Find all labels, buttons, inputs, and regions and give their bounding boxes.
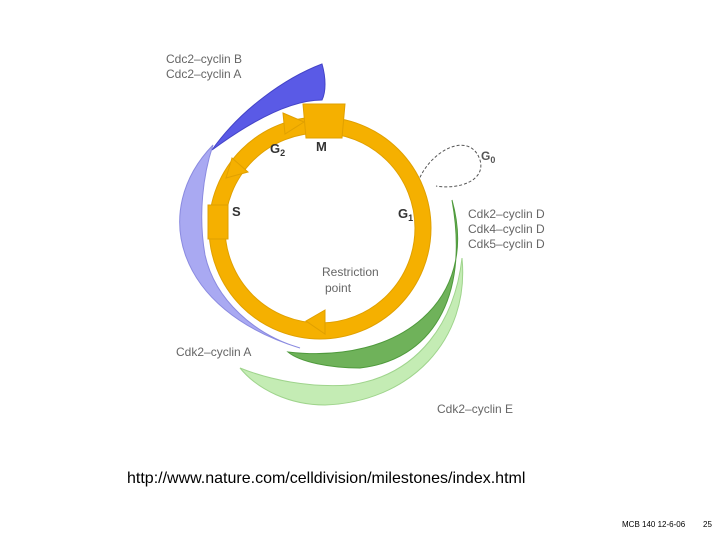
m-phase-block (302, 103, 346, 139)
arrow-g1-to-s (305, 309, 326, 335)
label-cdk2-cyclin-e: Cdk2–cyclin E (437, 402, 513, 416)
cell-cycle-ring-inner-outline (224, 132, 416, 324)
arrow-g2-to-m (282, 112, 306, 135)
arrow-s-to-g2 (225, 157, 250, 179)
cdk2-cyclin-a-arc (179, 144, 301, 349)
phase-g0-label: G0 (481, 149, 495, 165)
label-cdk4-cyclin-d: Cdk4–cyclin D (468, 222, 545, 236)
label-cdc2-cyclin-a: Cdc2–cyclin A (166, 67, 241, 81)
label-restriction-point-line1: Restriction (322, 265, 379, 279)
label-cdk5-cyclin-d: Cdk5–cyclin D (468, 237, 545, 251)
footer-code: MCB 140 12-6-06 (622, 520, 686, 529)
label-restriction-point-line2: point (325, 281, 352, 295)
source-url: http://www.nature.com/celldivision/miles… (127, 470, 526, 487)
slide-number: 25 (703, 520, 712, 529)
cdk2-cyclin-e-arc (239, 257, 464, 406)
cell-cycle-ring (209, 117, 431, 339)
phase-s-label: S (232, 204, 241, 219)
cdk-cyclin-d-arc (286, 199, 458, 369)
phase-m-label: M (316, 139, 327, 154)
label-cdc2-cyclin-b: Cdc2–cyclin B (166, 52, 242, 66)
label-cdk2-cyclin-a: Cdk2–cyclin A (176, 345, 251, 359)
cdc2-cyclin-crescent (211, 63, 326, 151)
g0-loop (417, 144, 482, 188)
phase-g2-label: G2 (270, 141, 285, 158)
label-cdk2-cyclin-d: Cdk2–cyclin D (468, 207, 545, 221)
s-phase-block (207, 204, 229, 240)
phase-g1-label: G1 (398, 206, 413, 223)
